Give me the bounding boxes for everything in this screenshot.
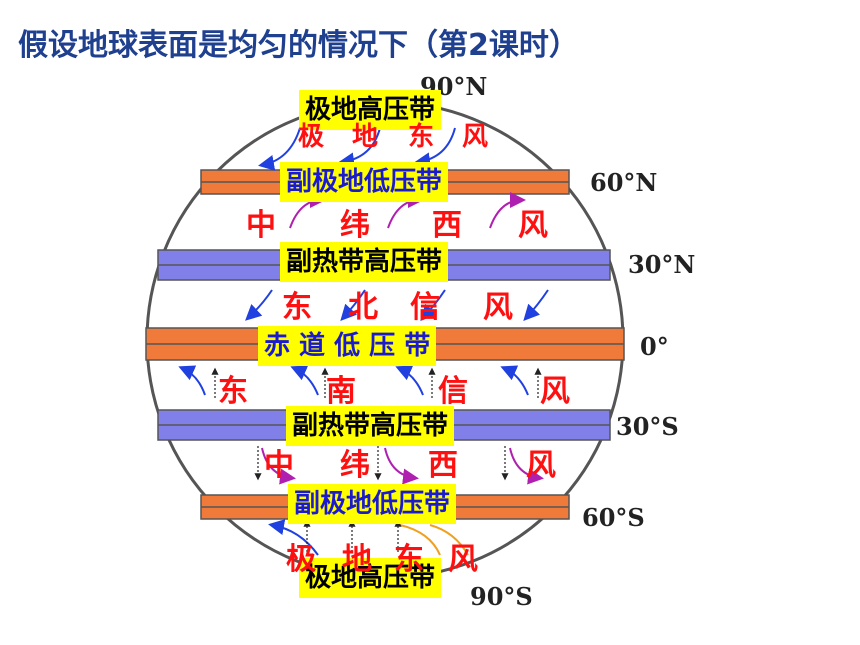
wind-south-polar-4: 风 bbox=[448, 542, 478, 577]
arrows-ne-trades bbox=[245, 289, 549, 321]
wind-north-polar-4: 风 bbox=[462, 122, 489, 152]
label-north-subtropical-high: 副热带高压带 bbox=[280, 242, 449, 282]
wind-ne-trades-2: 北 bbox=[348, 290, 378, 325]
lat-30n: 30°N bbox=[628, 250, 696, 279]
wind-south-westerlies-2: 纬 bbox=[340, 448, 370, 483]
arrows-se-trades-rising bbox=[211, 367, 542, 398]
lat-60s: 60°S bbox=[582, 503, 645, 532]
wind-south-westerlies-3: 西 bbox=[428, 448, 458, 483]
wind-se-trades-3: 信 bbox=[438, 374, 468, 409]
wind-north-westerlies-2: 纬 bbox=[340, 208, 370, 243]
label-south-subtropical-high: 副热带高压带 bbox=[286, 406, 455, 446]
wind-north-westerlies-1: 中 bbox=[246, 208, 276, 243]
page-title: 假设地球表面是均匀的情况下（第2课时） bbox=[18, 28, 579, 63]
wind-ne-trades-4: 风 bbox=[483, 290, 513, 325]
arrows-south-westerlies-sinking bbox=[254, 446, 509, 481]
wind-north-polar-2: 地 bbox=[352, 122, 379, 152]
label-south-polar-high: 极地高压带 bbox=[299, 558, 442, 598]
wind-se-trades-4: 风 bbox=[540, 374, 570, 409]
wind-north-westerlies-3: 西 bbox=[432, 208, 462, 243]
wind-south-polar-3: 东 bbox=[394, 542, 424, 577]
wind-south-polar-1: 极 bbox=[286, 542, 316, 577]
wind-se-trades-1: 东 bbox=[218, 374, 248, 409]
lat-0: 0° bbox=[640, 332, 669, 361]
arrows-se-trades bbox=[178, 365, 529, 396]
wind-south-westerlies-1: 中 bbox=[264, 448, 294, 483]
lat-60n: 60°N bbox=[590, 168, 658, 197]
label-north-polar-high: 极地高压带 bbox=[299, 90, 442, 130]
arrows-south-polar-easterlies bbox=[268, 519, 469, 556]
wind-north-westerlies-4: 风 bbox=[518, 208, 548, 243]
wind-ne-trades-3: 信 bbox=[410, 290, 440, 325]
lat-90s: 90°S bbox=[470, 582, 533, 611]
lat-30s: 30°S bbox=[616, 412, 679, 441]
label-south-subpolar-low: 副极地低压带 bbox=[288, 484, 457, 524]
wind-ne-trades-1: 东 bbox=[282, 290, 312, 325]
arrows-south-westerlies bbox=[261, 447, 544, 485]
wind-se-trades-2: 南 bbox=[326, 374, 356, 409]
label-equatorial-low: 赤 道 低 压 带 bbox=[258, 326, 437, 366]
arrows-north-polar-easterlies bbox=[258, 127, 456, 171]
arrows-south-polar-rising bbox=[303, 519, 402, 552]
label-north-subpolar-low: 副极地低压带 bbox=[280, 162, 449, 202]
wind-south-polar-2: 地 bbox=[342, 542, 372, 577]
wind-north-polar-3: 东 bbox=[408, 122, 435, 152]
wind-south-westerlies-4: 风 bbox=[526, 448, 556, 483]
wind-north-polar-1: 极 bbox=[298, 122, 325, 152]
